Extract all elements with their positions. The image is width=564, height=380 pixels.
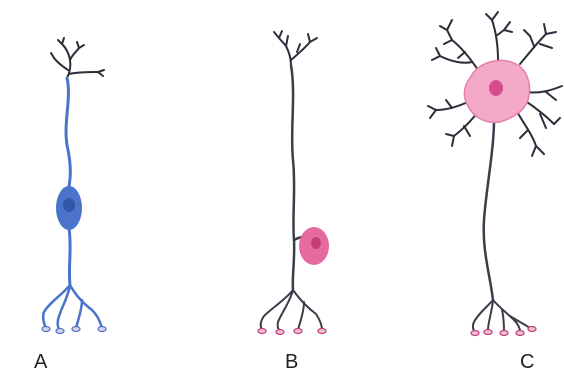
neuron-c — [428, 12, 562, 336]
neuron-c-nucleus — [489, 80, 503, 96]
neuron-a-end-bulbs — [42, 327, 106, 334]
neuron-a-dendrites — [51, 38, 104, 78]
neuron-a — [42, 38, 106, 334]
neuron-b-terminals — [261, 290, 322, 331]
neuron-b-dendrites — [274, 31, 317, 65]
neuron-c-axon — [484, 120, 494, 300]
neuron-b — [258, 31, 329, 335]
neuron-c-label: C — [520, 352, 534, 372]
neuron-a-fiber — [66, 78, 70, 285]
neuron-a-terminals — [43, 285, 102, 330]
neuron-b-end-bulbs — [258, 329, 326, 335]
neuron-b-nucleus — [311, 237, 321, 249]
neuron-a-nucleus — [63, 198, 75, 212]
neuron-a-label: A — [34, 352, 47, 372]
neuron-c-terminals — [473, 300, 530, 332]
neuron-b-label: B — [285, 352, 298, 372]
